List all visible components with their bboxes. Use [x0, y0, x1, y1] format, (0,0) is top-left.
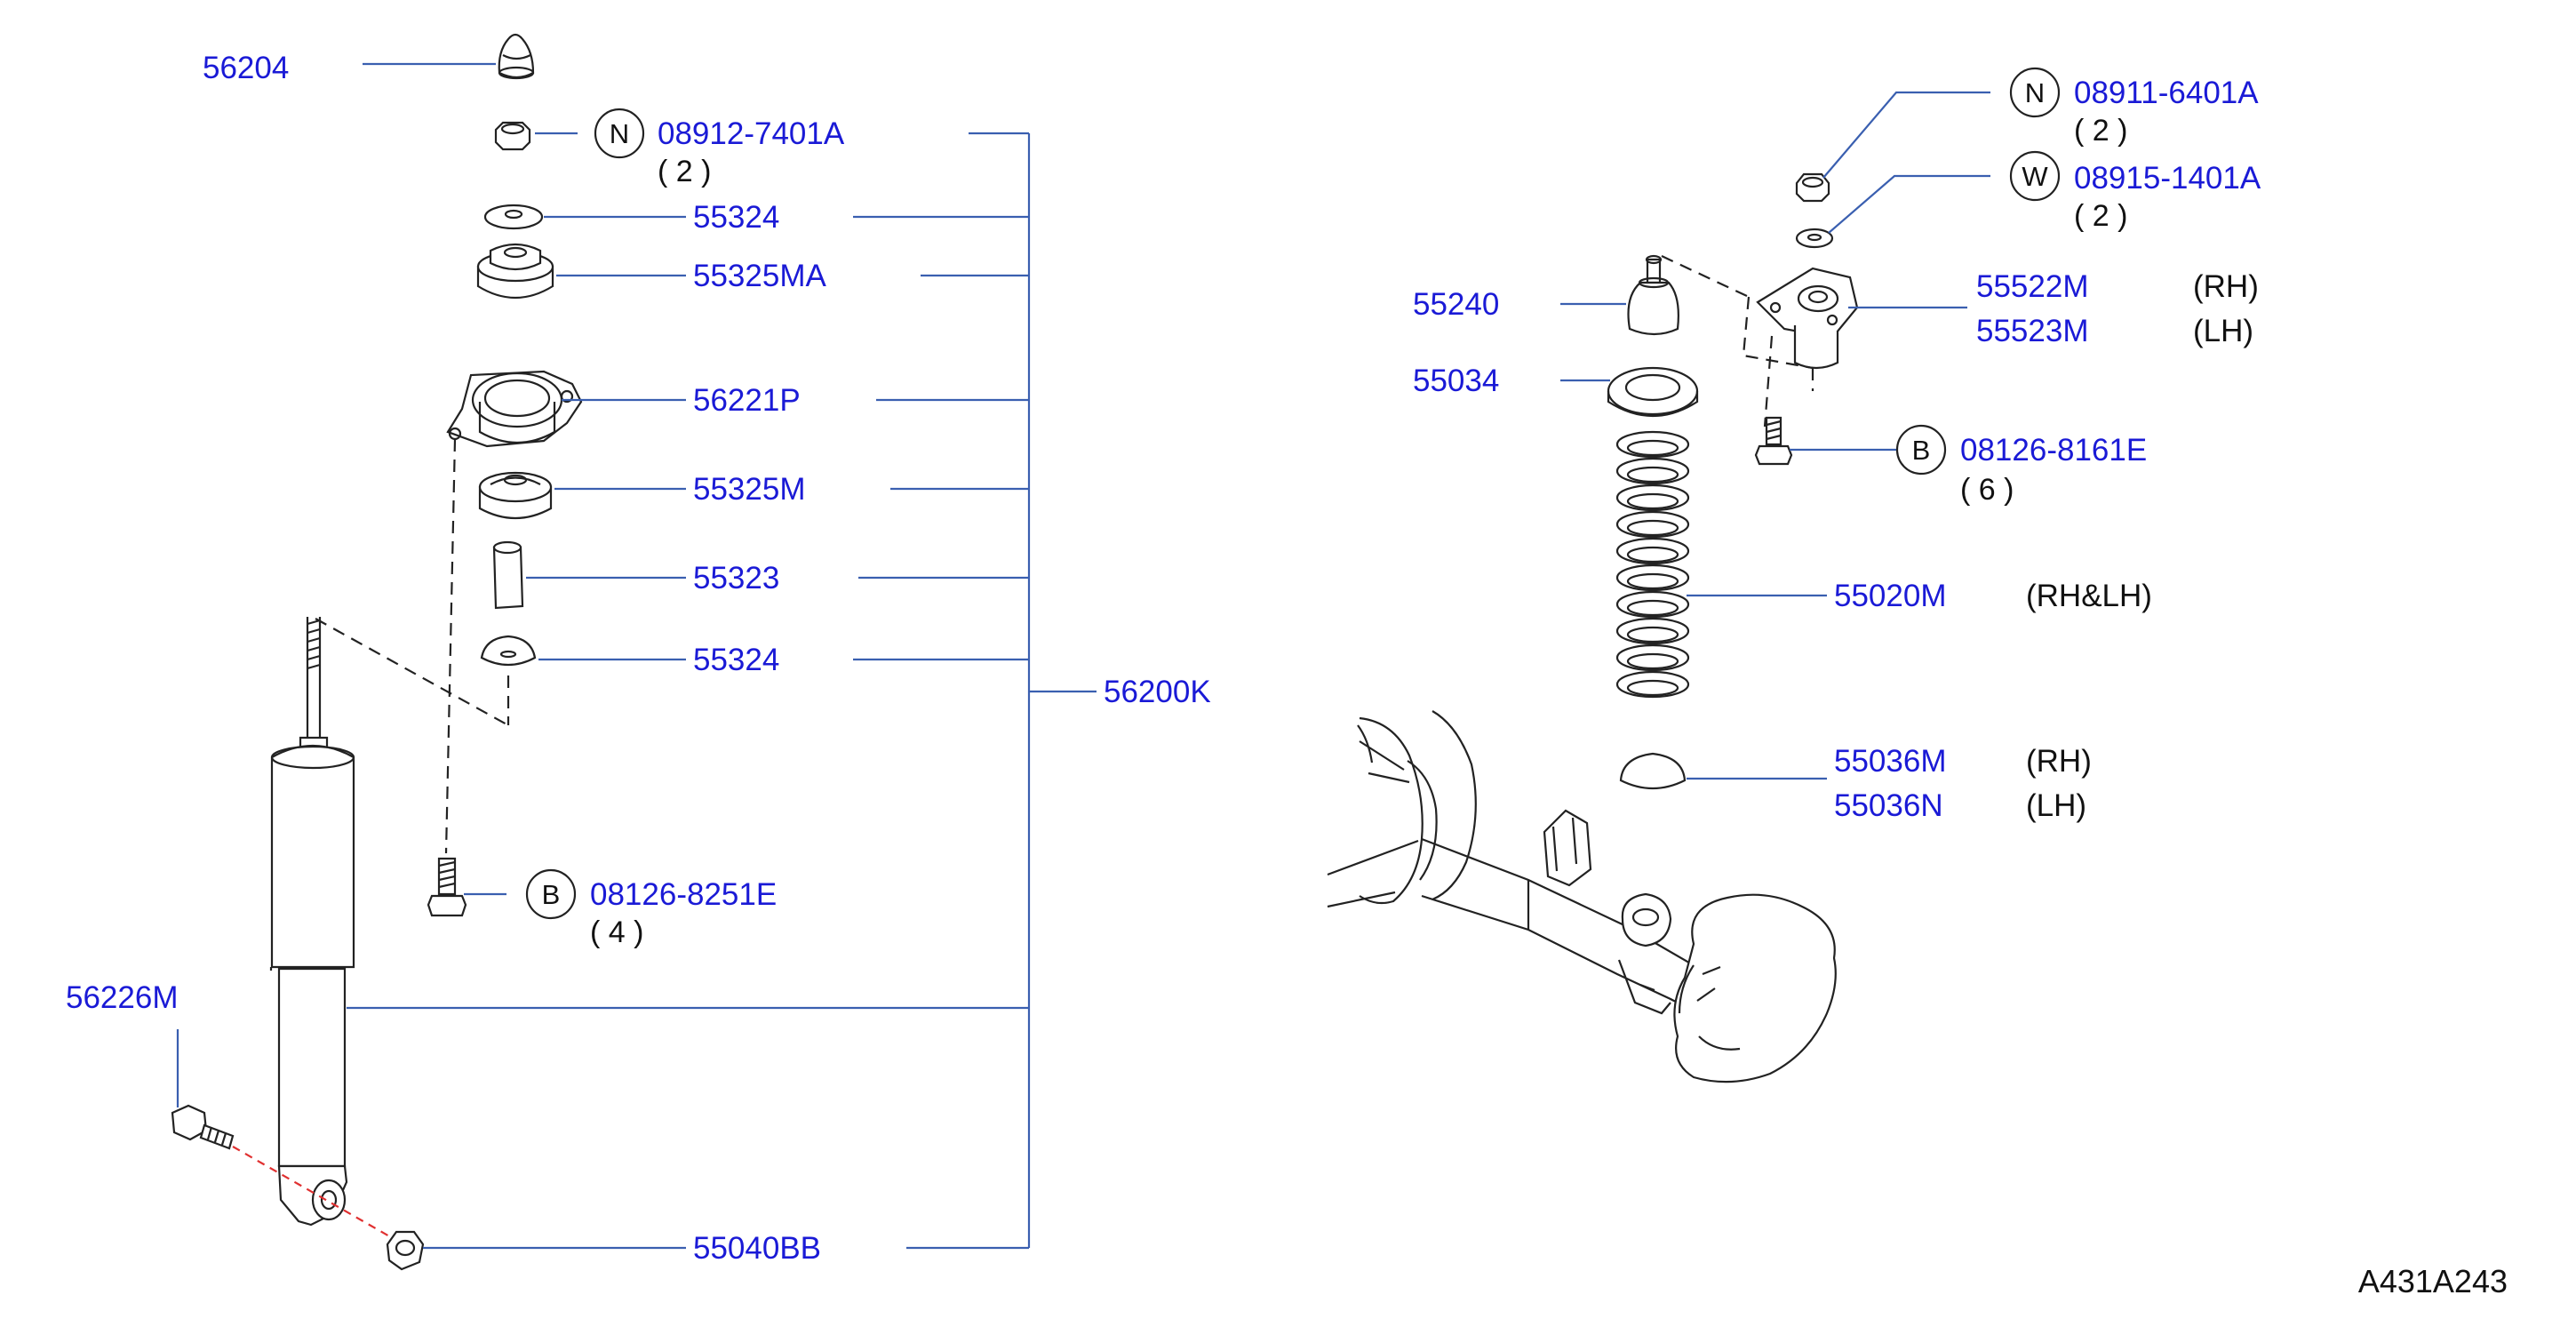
side-55523m: (LH) [2193, 314, 2253, 348]
qty-08126-left: ( 4 ) [590, 915, 643, 949]
spring-coil-inner [1626, 492, 1679, 510]
assembly-number-56200k[interactable]: 56200K [1104, 675, 1211, 709]
bolt-right-drawing [1754, 416, 1793, 466]
part-number-55323[interactable]: 55323 [693, 561, 779, 596]
part-number-55523m[interactable]: 55523M [1976, 314, 2088, 348]
leader-08915 [1828, 174, 1990, 234]
spring-coil-inner [1626, 599, 1679, 617]
spring-coil-inner [1626, 439, 1679, 457]
assembly-bracket-56200k [347, 132, 1097, 1250]
qty-08911: ( 2 ) [2074, 114, 2127, 148]
class-symbol-08126-right: B [1912, 435, 1931, 466]
part-number-55040bb[interactable]: 55040BB [693, 1231, 821, 1266]
spring-coil-turn [1615, 564, 1690, 592]
part-number-55036n[interactable]: 55036N [1834, 788, 1943, 823]
part-number-55325m[interactable]: 55325M [693, 472, 805, 507]
coil-spring-drawing [1615, 430, 1690, 699]
lower-seat-drawing [1619, 752, 1687, 789]
class-symbol-08912: N [610, 118, 629, 149]
nut-drawing [494, 121, 531, 151]
part-number-08915[interactable]: 08915-1401A [2074, 161, 2261, 196]
class-symbol-08126-left: B [542, 879, 561, 910]
part-number-55324-upper[interactable]: 55324 [693, 200, 779, 235]
part-number-56226m[interactable]: 56226M [66, 980, 178, 1015]
rear-axle-drawing [1327, 710, 1837, 1083]
leader-08911 [1822, 91, 1990, 179]
part-number-55325ma[interactable]: 55325MA [693, 259, 826, 293]
part-number-56221p[interactable]: 56221P [693, 383, 801, 418]
qty-08912: ( 2 ) [658, 155, 711, 188]
spring-coil-turn [1615, 484, 1690, 512]
part-number-56204[interactable]: 56204 [203, 51, 289, 85]
part-number-55036m[interactable]: 55036M [1834, 744, 1946, 779]
spring-coil-inner [1626, 626, 1679, 644]
part-number-08911[interactable]: 08911-6401A [2074, 76, 2259, 110]
part-number-08126-right[interactable]: 08126-8161E [1960, 433, 2147, 468]
bolt-left-drawing [427, 857, 467, 917]
class-symbol-circle [2009, 67, 2061, 118]
class-symbol-circle [525, 868, 577, 920]
spring-coil-inner [1626, 679, 1679, 697]
side-55036n: (LH) [2026, 788, 2086, 823]
side-55522m: (RH) [2193, 269, 2259, 304]
spring-coil-inner [1626, 466, 1679, 484]
part-number-55240[interactable]: 55240 [1413, 287, 1499, 322]
assembly-dash-rod [315, 618, 509, 726]
bushing-upper-drawing [476, 243, 554, 300]
washer-lower-drawing [480, 635, 537, 667]
assembly-dash-bumper [1661, 255, 1750, 298]
class-symbol-08915: W [2022, 161, 2048, 192]
spring-seat-bracket-drawing [1756, 267, 1859, 370]
part-number-55324-lower[interactable]: 55324 [693, 643, 779, 677]
spring-coil-turn [1615, 670, 1690, 699]
class-symbol-08911: N [2025, 77, 2045, 108]
class-symbol-circle [594, 108, 645, 159]
spring-coil-turn [1615, 590, 1690, 619]
nut-bottom-drawing [386, 1230, 425, 1271]
qty-08915: ( 2 ) [2074, 199, 2127, 233]
bushing-lower-drawing [478, 471, 553, 520]
washer-right-drawing [1795, 228, 1834, 249]
spring-coil-turn [1615, 617, 1690, 645]
assembly-dash-bolt [444, 438, 457, 854]
spring-coil-inner [1626, 519, 1679, 537]
part-number-08912[interactable]: 08912-7401A [658, 116, 845, 151]
bump-rubber-drawing [498, 33, 535, 80]
part-number-55034[interactable]: 55034 [1413, 364, 1499, 398]
sleeve-drawing [492, 540, 524, 610]
spring-coil-inner [1626, 572, 1679, 590]
assembly-dash-bracket [1742, 296, 1814, 370]
washer-upper-drawing [483, 204, 544, 230]
bolt-bottom-drawing [171, 1104, 235, 1150]
part-number-08126-left[interactable]: 08126-8251E [590, 877, 777, 912]
spring-coil-turn [1615, 537, 1690, 565]
part-number-55522m[interactable]: 55522M [1976, 269, 2088, 304]
spring-coil-turn [1615, 510, 1690, 539]
mount-bracket-drawing [446, 370, 583, 448]
spring-coil-turn [1615, 430, 1690, 459]
spring-coil-turn [1615, 644, 1690, 672]
spring-coil-turn [1615, 457, 1690, 485]
shock-absorber-drawing [270, 617, 355, 1227]
class-symbol-circle [1895, 424, 1947, 476]
bumper-drawing [1627, 254, 1679, 336]
diagram-code: A431A243 [2358, 1263, 2508, 1299]
side-55020m: (RH&LH) [2026, 579, 2152, 613]
nut-right-drawing [1795, 172, 1830, 203]
class-symbol-circle [2009, 150, 2061, 202]
spring-coil-inner [1626, 652, 1679, 670]
part-number-55020m[interactable]: 55020M [1834, 579, 1946, 613]
spring-seat-drawing [1607, 366, 1699, 417]
assembly-dash-red [232, 1146, 404, 1245]
spring-coil-inner [1626, 546, 1679, 564]
qty-08126-right: ( 6 ) [1960, 473, 2014, 507]
assembly-dash-bolt-right [1763, 335, 1774, 428]
side-55036m: (RH) [2026, 744, 2092, 779]
